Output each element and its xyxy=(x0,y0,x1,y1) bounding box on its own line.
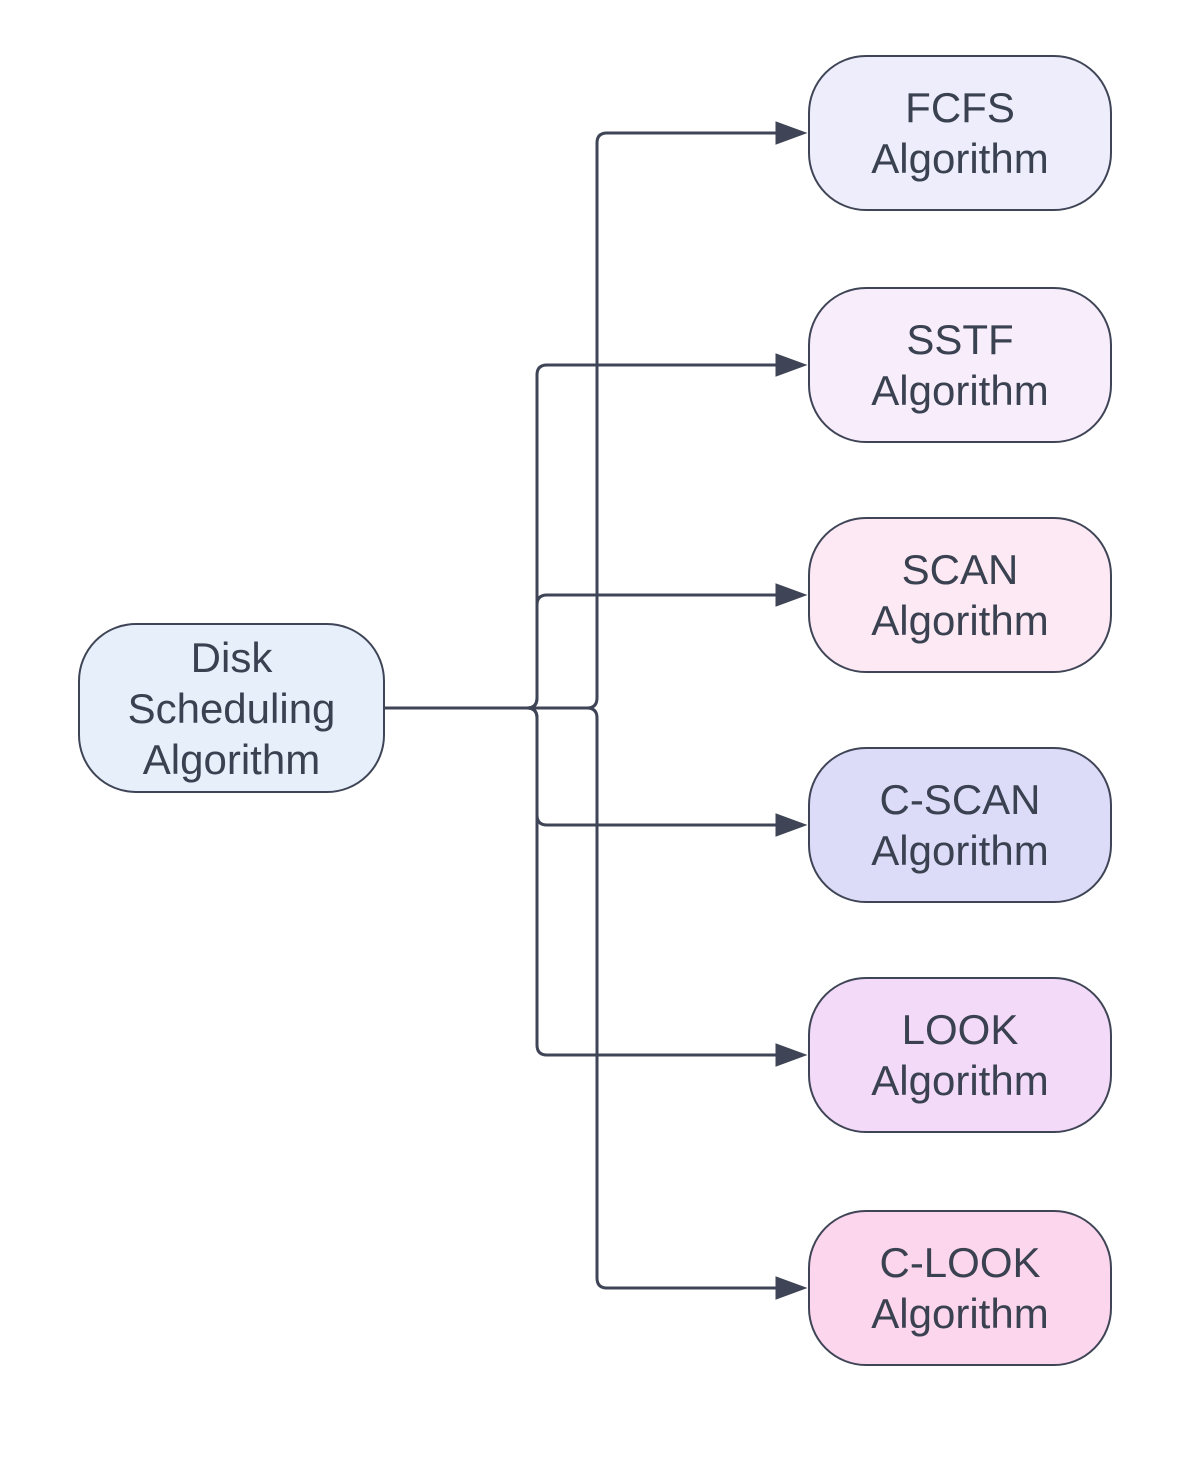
arrowhead-cscan xyxy=(775,813,808,837)
edge-root-to-cscan xyxy=(383,706,777,827)
node-label-line: Algorithm xyxy=(142,735,321,783)
node-label-line: Algorithm xyxy=(871,827,1049,874)
arrowhead-scan xyxy=(775,583,808,607)
edge-root-to-clook xyxy=(383,706,777,1290)
edge-root-to-scan xyxy=(383,593,777,710)
arrowhead-look xyxy=(775,1043,808,1067)
node-sstf-algorithm: SSTF Algorithm xyxy=(808,287,1112,443)
node-label-line: Algorithm xyxy=(871,1290,1049,1337)
node-label-line: Algorithm xyxy=(871,135,1049,182)
node-fcfs-algorithm: FCFS Algorithm xyxy=(808,55,1112,211)
arrowhead-fcfs xyxy=(775,121,808,145)
node-label-line: Algorithm xyxy=(871,367,1049,414)
node-label-line: C-LOOK xyxy=(879,1239,1041,1286)
node-label-line: Algorithm xyxy=(871,1057,1049,1104)
edge-root-to-sstf xyxy=(383,363,777,710)
node-label-line: Algorithm xyxy=(871,597,1049,644)
node-disk-scheduling-algorithm: Disk Scheduling Algorithm xyxy=(78,623,385,793)
node-label-line: Disk xyxy=(190,633,273,681)
node-clook-algorithm: C-LOOK Algorithm xyxy=(808,1210,1112,1366)
arrowhead-clook xyxy=(775,1276,808,1300)
arrowhead-sstf xyxy=(775,353,808,377)
node-label-line: SCAN xyxy=(901,546,1019,593)
node-label-line: Scheduling xyxy=(127,684,336,732)
edge-root-to-look xyxy=(383,706,777,1057)
node-label-line: C-SCAN xyxy=(879,776,1041,823)
node-scan-algorithm: SCAN Algorithm xyxy=(808,517,1112,673)
node-look-algorithm: LOOK Algorithm xyxy=(808,977,1112,1133)
node-cscan-algorithm: C-SCAN Algorithm xyxy=(808,747,1112,903)
node-label-line: LOOK xyxy=(901,1006,1019,1053)
node-label-line: SSTF xyxy=(906,316,1014,363)
node-label-line: FCFS xyxy=(905,84,1015,131)
edge-root-to-fcfs xyxy=(383,131,777,710)
